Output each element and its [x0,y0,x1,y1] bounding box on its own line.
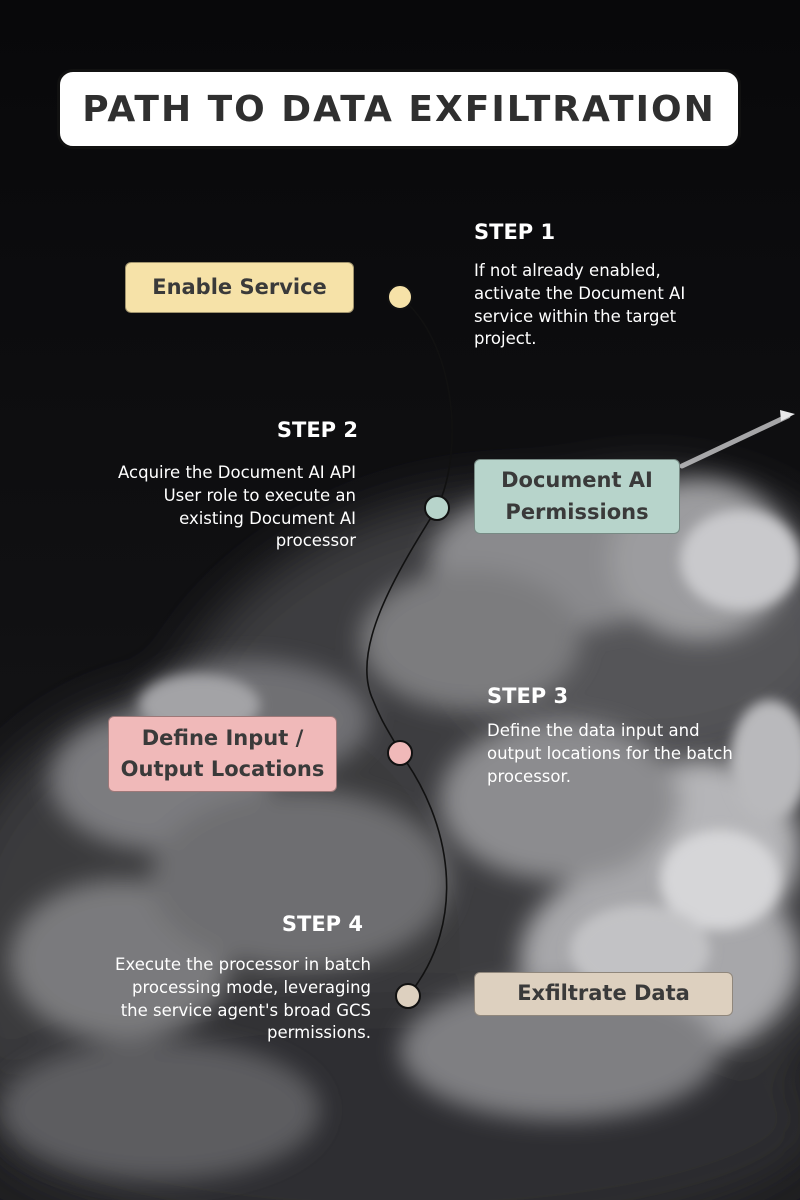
step4-description: Execute the processor in batch processin… [115,955,371,1043]
step3-node [387,740,413,766]
step3-description: Define the data input and output locatio… [487,721,733,786]
step4-label-text: Exfiltrate Data [517,981,690,1006]
step2-label-line1: Document AI [501,468,653,492]
step4-label: Exfiltrate Data [474,972,733,1016]
step2-heading: STEP 2 [276,418,358,442]
step1-label: Enable Service [125,262,354,313]
step4-heading: STEP 4 [281,912,363,936]
step1-heading: STEP 1 [474,220,556,244]
step-connector-path [365,296,453,997]
step1-label-text: Enable Service [152,274,327,299]
step2-label-line2: Permissions [505,499,649,524]
step2-node [424,495,450,521]
step3-label-line2: Output Locations [120,757,325,781]
step2-description: Acquire the Document AI API User role to… [118,463,356,551]
airplane-contrail [679,410,795,469]
step2-label: Document AI Permissions [474,459,680,534]
step3-label: Define Input / Output Locations [108,716,337,792]
step1-node [387,284,413,310]
step3-heading: STEP 3 [487,684,569,708]
title-banner: PATH TO DATA EXFILTRATION [57,69,741,149]
step1-description: If not already enabled, activate the Doc… [474,261,686,349]
step3-label-line1: Define Input / [141,725,304,750]
page-title: PATH TO DATA EXFILTRATION [82,88,716,130]
step4-node [395,983,421,1009]
